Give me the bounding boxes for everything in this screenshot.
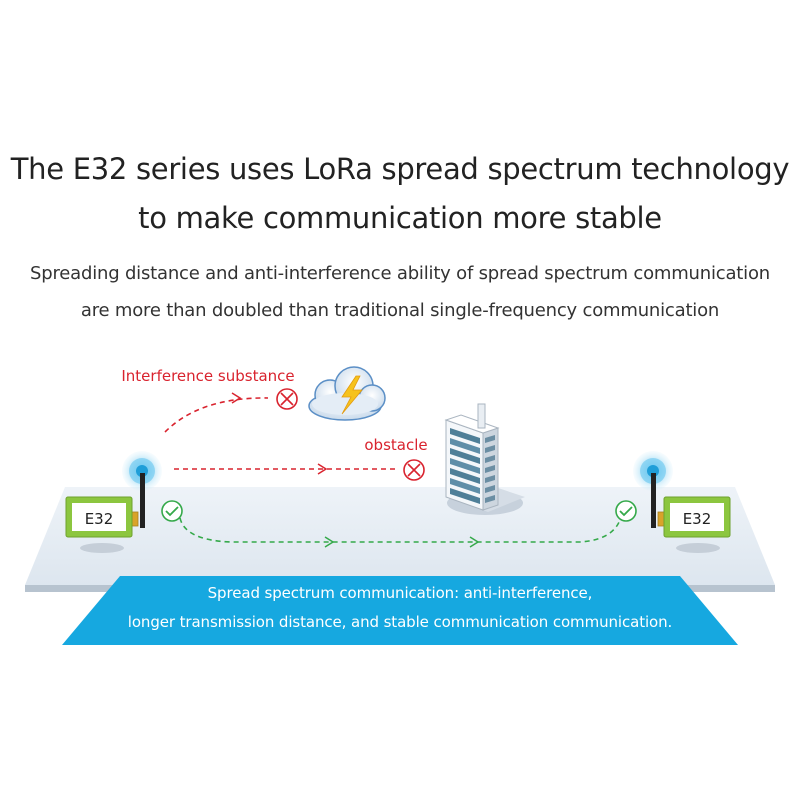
stable-signal-path <box>179 517 621 548</box>
page-title-line-2: to make communication more stable <box>138 201 662 235</box>
obstacle-path <box>174 463 395 475</box>
building-window-row <box>450 438 480 454</box>
building-window-row <box>450 488 480 504</box>
left-module-label: E32 <box>85 510 114 528</box>
lightning-cloud-icon <box>308 366 386 421</box>
obstacle-blocked-icon <box>403 459 425 481</box>
building-icon <box>444 403 525 515</box>
building-side-window <box>485 445 495 453</box>
building-window-row <box>450 448 480 464</box>
right-success-icon <box>615 500 637 522</box>
building-window-row <box>450 478 480 494</box>
left-antenna-icon <box>140 473 145 528</box>
info-banner <box>62 576 738 645</box>
building-window-row <box>450 458 480 474</box>
interference-path <box>164 392 269 433</box>
building-window-row <box>450 428 480 444</box>
subtitle-line-1: Spreading distance and anti-interference… <box>30 263 770 284</box>
building-side-window <box>485 465 495 473</box>
right-module-label: E32 <box>683 510 712 528</box>
subtitle-line-2: are more than doubled than traditional s… <box>80 300 720 321</box>
building-side-window <box>485 485 495 493</box>
banner-line-2: longer transmission distance, and stable… <box>127 613 673 631</box>
building-window-row <box>450 468 480 484</box>
building-side-window <box>485 435 495 443</box>
page-title-line-1: The E32 series uses LoRa spread spectrum… <box>10 152 790 186</box>
building-side-window <box>485 475 495 483</box>
obstacle-label: obstacle <box>364 436 427 454</box>
left-e32-module: E32 <box>65 451 162 553</box>
banner-line-1: Spread spectrum communication: anti-inte… <box>207 584 593 602</box>
right-antenna-icon <box>651 473 656 528</box>
right-e32-module: E32 <box>633 451 731 553</box>
interference-blocked-icon <box>276 388 298 410</box>
building-side-window <box>485 455 495 463</box>
interference-label: Interference substance <box>121 367 294 385</box>
left-success-icon <box>161 500 183 522</box>
building-side-window <box>485 495 495 503</box>
